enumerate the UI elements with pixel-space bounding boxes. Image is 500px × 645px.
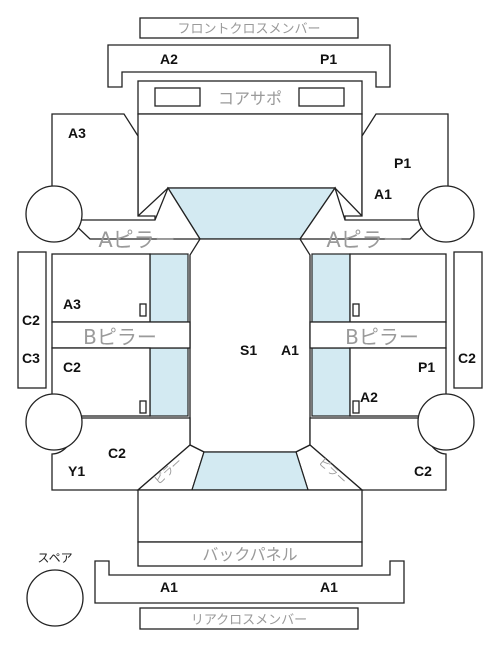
a-pillar-left-panel bbox=[68, 186, 202, 240]
a-pillar-right-label: Aピラー bbox=[326, 228, 403, 252]
right-rear-door-code-bottom: A2 bbox=[360, 389, 378, 405]
back-panel-label: バックパネル bbox=[202, 545, 297, 564]
rear-bumper-bracket bbox=[94, 560, 405, 604]
roof-right-code: A1 bbox=[281, 342, 299, 358]
left-rear-door-handle bbox=[139, 400, 147, 414]
core-support-label: コアサポ bbox=[218, 89, 282, 108]
b-pillar-right-label: Bピラー bbox=[345, 325, 419, 349]
front-bumper-bracket bbox=[107, 44, 391, 88]
left-front-fender-code: A3 bbox=[68, 125, 86, 141]
left-rear-door-glass bbox=[149, 347, 189, 417]
right-quarter-code: C2 bbox=[414, 463, 432, 479]
left-quarter-code-top: C2 bbox=[108, 445, 126, 461]
right-rear-door-code-top: P1 bbox=[418, 359, 435, 375]
front-cross-member-label: フロントクロスメンバー bbox=[177, 22, 320, 37]
a-pillar-right-panel bbox=[298, 186, 432, 240]
right-front-door-handle bbox=[352, 303, 360, 317]
spare-tire bbox=[26, 569, 84, 627]
right-rear-door-handle bbox=[352, 400, 360, 414]
trunk-lid bbox=[137, 489, 363, 543]
tire-rear-right bbox=[417, 393, 475, 451]
tire-front-left bbox=[25, 185, 83, 243]
rear-member-left-code: A1 bbox=[160, 579, 178, 595]
front-member-right-code: P1 bbox=[320, 51, 337, 67]
right-rear-door-glass bbox=[311, 347, 351, 417]
right-front-door bbox=[349, 253, 447, 323]
left-rocker-panel bbox=[17, 251, 47, 389]
b-pillar-left-panel bbox=[51, 321, 191, 349]
back-panel-box bbox=[137, 541, 363, 567]
right-rocker-code: C2 bbox=[458, 350, 476, 366]
left-front-door-code: A3 bbox=[63, 296, 81, 312]
tire-rear-left bbox=[25, 393, 83, 451]
front-cross-member-box bbox=[139, 17, 359, 39]
b-pillar-right-panel bbox=[309, 321, 447, 349]
right-front-door-glass bbox=[311, 253, 351, 323]
roof-left-code: S1 bbox=[240, 342, 257, 358]
spare-tire-label: スペア bbox=[37, 551, 72, 565]
right-front-fender-code-bottom: A1 bbox=[374, 186, 392, 202]
core-support-left-slot bbox=[154, 87, 201, 107]
a-pillar-left-label: Aピラー bbox=[98, 228, 175, 252]
tire-front-right bbox=[417, 185, 475, 243]
left-rocker-code-top: C2 bbox=[22, 312, 40, 328]
left-rocker-code-bottom: C3 bbox=[22, 350, 40, 366]
right-rocker-panel bbox=[453, 251, 483, 389]
left-front-door-glass bbox=[149, 253, 189, 323]
left-rear-door-code: C2 bbox=[63, 359, 81, 375]
left-front-door-handle bbox=[139, 303, 147, 317]
rear-cross-member-label: リアクロスメンバー bbox=[191, 613, 307, 628]
b-pillar-left-label: Bピラー bbox=[83, 325, 157, 349]
core-support-right-slot bbox=[298, 87, 345, 107]
rear-window bbox=[191, 451, 309, 491]
rear-cross-member-box bbox=[139, 607, 359, 630]
front-member-left-code: A2 bbox=[160, 51, 178, 67]
right-front-fender-code-top: P1 bbox=[394, 155, 411, 171]
left-quarter-code-bottom: Y1 bbox=[68, 463, 85, 479]
rear-member-right-code: A1 bbox=[320, 579, 338, 595]
